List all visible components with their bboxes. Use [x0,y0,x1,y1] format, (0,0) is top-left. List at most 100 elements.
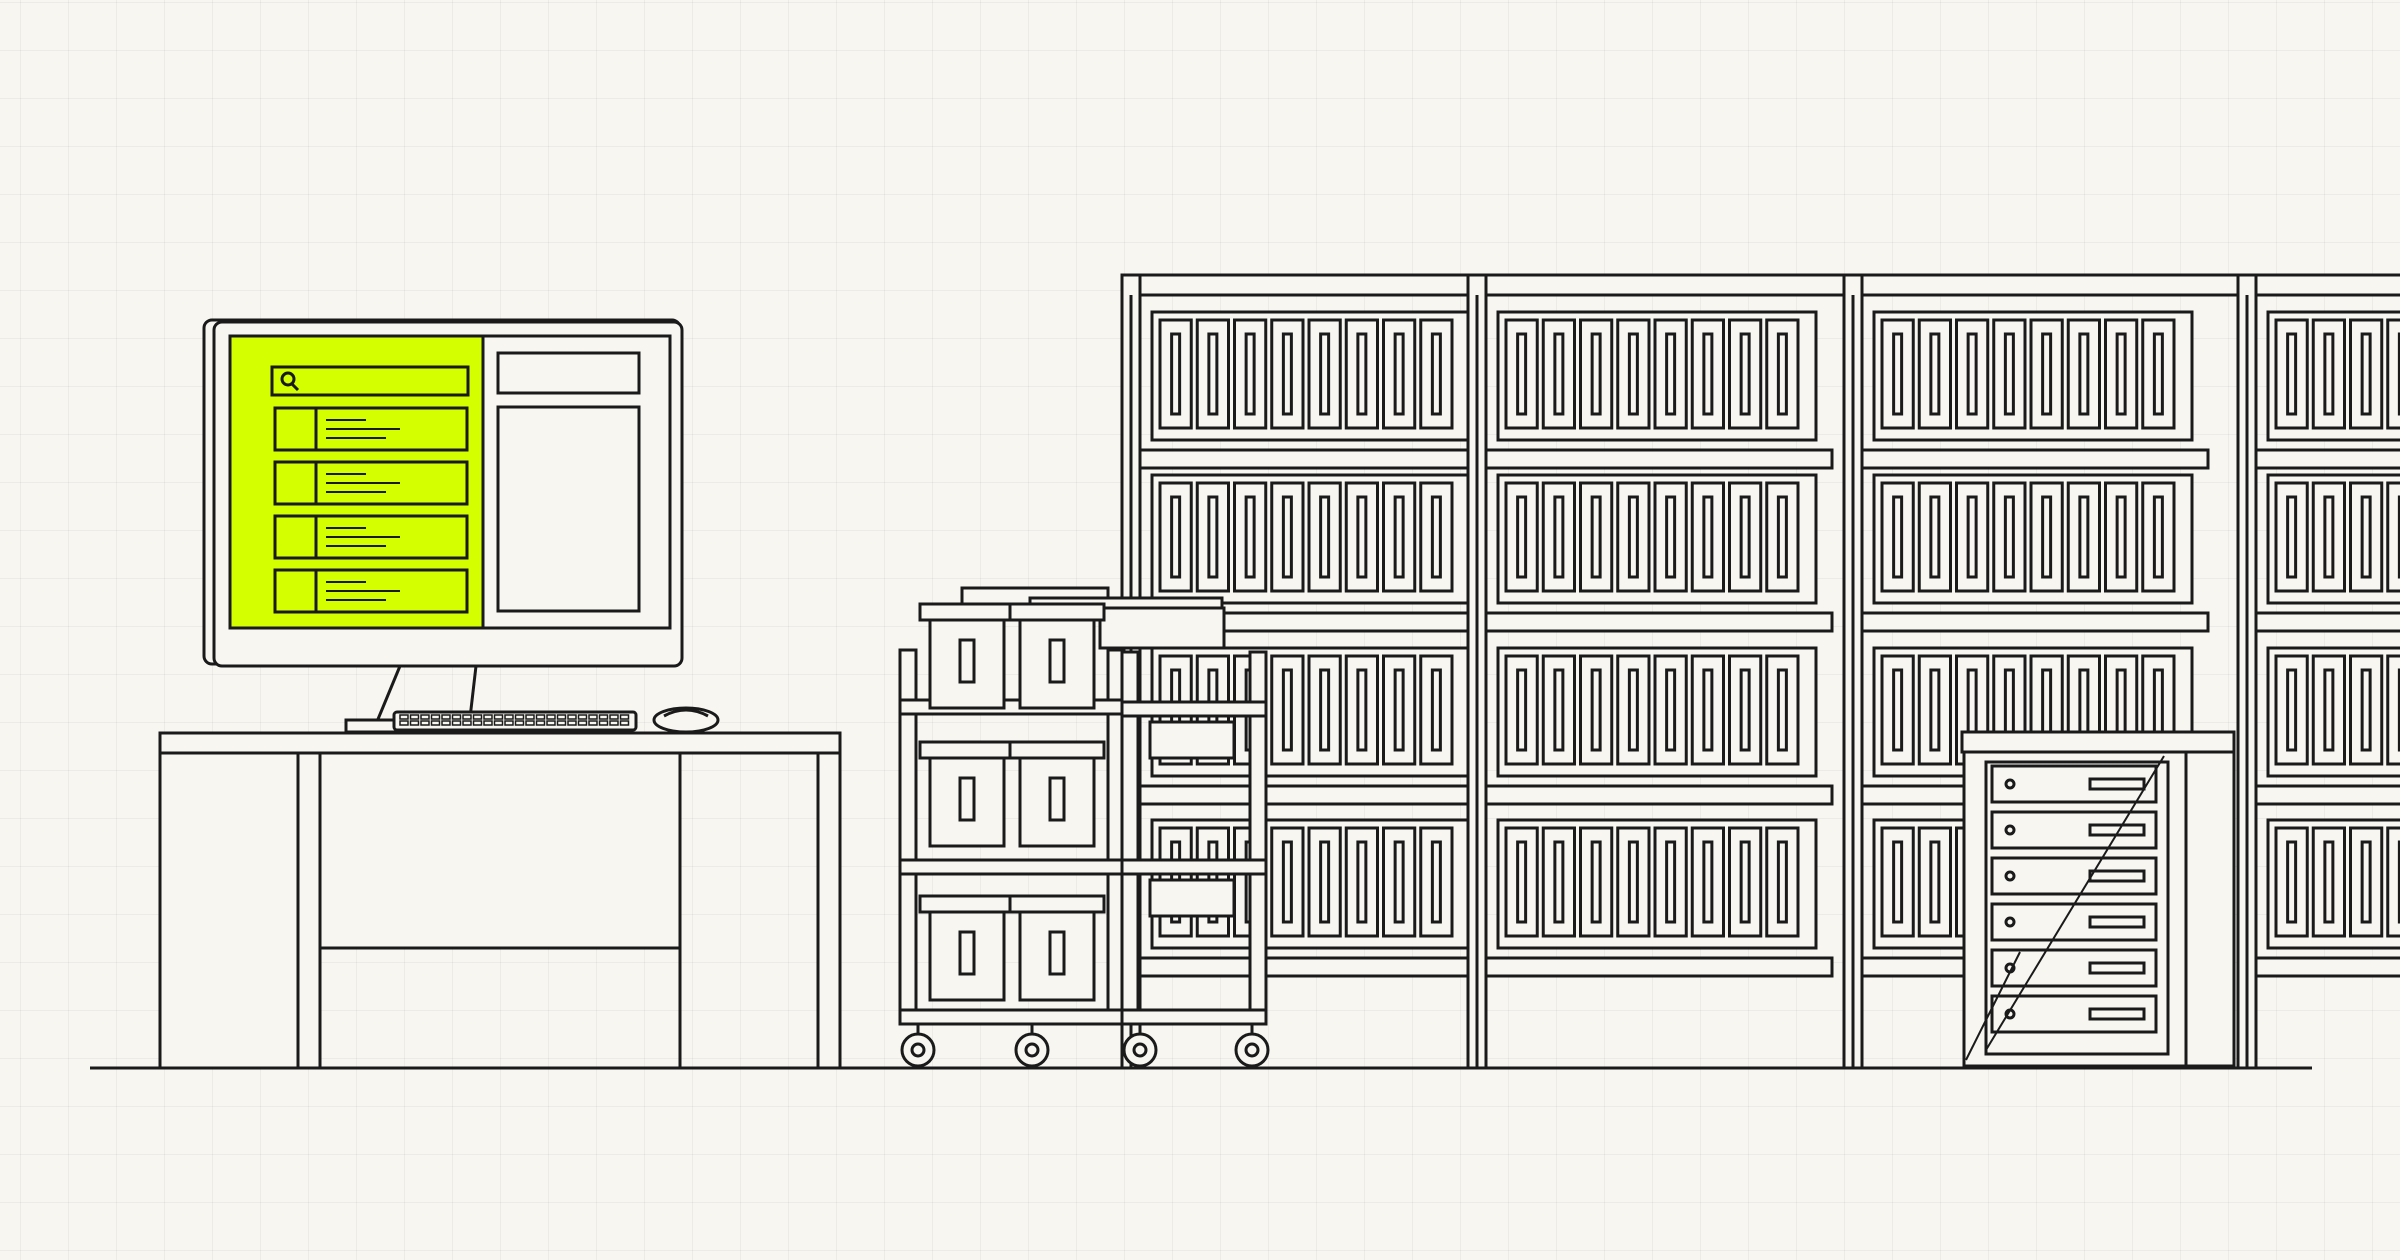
binder [2313,828,2344,936]
binder-label [2362,334,2370,414]
keyboard-key [589,721,597,725]
binder-label [1555,334,1563,414]
bin-lid [1010,604,1104,620]
binder [1506,320,1537,428]
binder [1581,656,1612,764]
binder-label [1555,842,1563,922]
binder-spine [2388,828,2400,936]
drawer-handle [2090,963,2144,973]
binder-label [1395,842,1403,922]
binder [1618,828,1649,936]
binder-label [1778,497,1786,577]
screen-list-item[interactable] [275,516,467,558]
keyboard-key [463,715,471,719]
binder [1309,483,1340,591]
binder-label [1894,497,1902,577]
binder [1655,483,1686,591]
binder [1421,828,1452,936]
binder [1506,656,1537,764]
cart-shelf [1122,1010,1266,1024]
binder [1346,656,1377,764]
binder [2276,483,2307,591]
server-cabinet [1962,732,2234,1066]
binder [2351,320,2382,428]
binder-label [1741,497,1749,577]
binder-label [1283,497,1291,577]
bin-body [1020,912,1094,1000]
keyboard-key [600,721,608,725]
shelf-board [2252,450,2400,468]
keyboard-key [568,721,576,725]
cabinet-side [2186,752,2234,1066]
binder [2351,483,2382,591]
keyboard-key [547,721,555,725]
screen-list-item[interactable] [275,570,467,612]
bin-label [1050,932,1064,974]
binder [1272,320,1303,428]
binder-label [1741,670,1749,750]
binder [1581,483,1612,591]
keyboard-key [505,721,513,725]
binder-label [1246,334,1254,414]
binder-label [1894,670,1902,750]
binder-label [1741,842,1749,922]
binder-label [1741,334,1749,414]
binder [2068,320,2099,428]
archive-bin [1010,742,1104,846]
binder-label [2325,334,2333,414]
binder [1346,828,1377,936]
binder [1767,656,1798,764]
binder-label [1629,842,1637,922]
binder-label [1667,670,1675,750]
drawer-handle [2090,871,2144,881]
binder [1384,320,1415,428]
binder-label [2117,334,2125,414]
keyboard-key [411,721,419,725]
binder [2276,828,2307,936]
bin-body [1020,620,1094,708]
keyboard-key [589,715,597,719]
keyboard-key [526,721,534,725]
keyboard-key [621,721,629,725]
binder [1384,828,1415,936]
binder [1421,320,1452,428]
binder-label [1629,670,1637,750]
archive-bin [920,896,1014,1000]
office-desk [160,733,840,1068]
rolling-archive-cart [900,588,1268,1066]
drawer-face [1992,812,2156,848]
archive-bin [920,742,1014,846]
keyboard-key [421,715,429,719]
keyboard-key [526,715,534,719]
bin-label [1050,640,1064,682]
keyboard-key [547,715,555,719]
shelf-board [1482,958,1832,976]
binder-label [1704,670,1712,750]
binder-label [1667,497,1675,577]
bin-label [960,778,974,820]
keyboard-key [442,715,450,719]
binder [1543,828,1574,936]
binder-label [2043,497,2051,577]
binder [1309,656,1340,764]
binder-label [1968,334,1976,414]
wheel-hub [912,1044,924,1056]
cart-top-crate [1100,608,1224,648]
drawer-led-icon [2006,780,2014,788]
binder-label [1592,670,1600,750]
binder [1994,483,2025,591]
bin-lid [920,604,1014,620]
archive-bin [1010,896,1104,1000]
cabinet-glass-reflection [1986,756,2164,1050]
screen-search-input[interactable] [272,367,468,395]
binder [2313,656,2344,764]
archive-bin [920,604,1014,708]
keyboard-key [505,715,513,719]
server-drawer [1992,904,2156,940]
screen-list-item[interactable] [275,408,467,450]
bin-label [1050,778,1064,820]
binder [1384,483,1415,591]
screen-list-item[interactable] [275,462,467,504]
binder-label [1704,497,1712,577]
cart-stack [1150,880,1234,916]
